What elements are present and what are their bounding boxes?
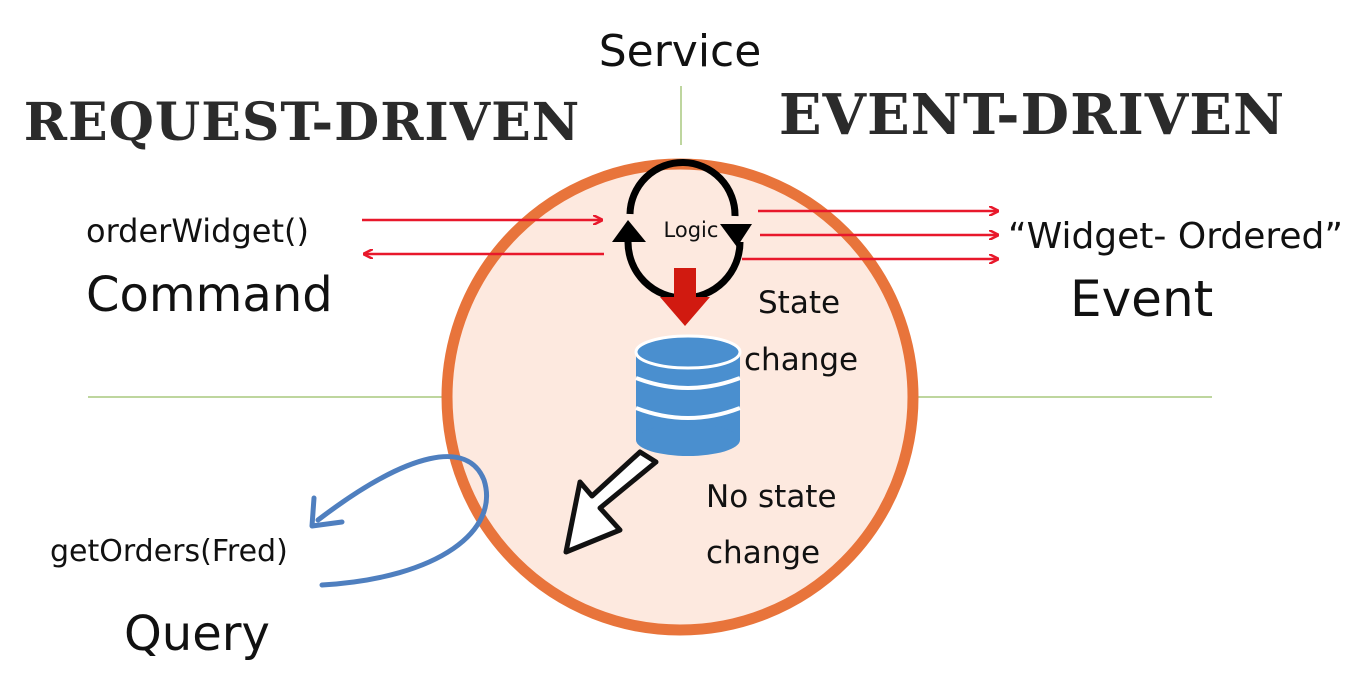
event-label: Event <box>1070 270 1213 328</box>
event-name: “Widget- Ordered” <box>1008 216 1343 257</box>
database-icon <box>634 334 742 456</box>
refresh-cycle-icon <box>612 159 752 302</box>
no-state-change-line1: No state <box>706 479 837 515</box>
down-arrow-icon <box>660 268 710 326</box>
command-label: Command <box>86 267 333 323</box>
request-driven-heading: REQUEST-DRIVEN <box>24 92 581 153</box>
state-change-line1: State <box>758 285 840 321</box>
logic-label: Logic <box>664 218 719 242</box>
service-title: Service <box>599 26 762 77</box>
command-call: orderWidget() <box>86 212 309 250</box>
curved-arrow-icon <box>563 449 659 555</box>
query-call: getOrders(Fred) <box>50 534 288 569</box>
state-change-line2: change <box>744 342 858 378</box>
query-label: Query <box>124 606 270 662</box>
event-driven-heading: EVENT-DRIVEN <box>779 82 1285 148</box>
query-arrow <box>309 454 489 588</box>
no-state-change-line2: change <box>706 535 820 571</box>
